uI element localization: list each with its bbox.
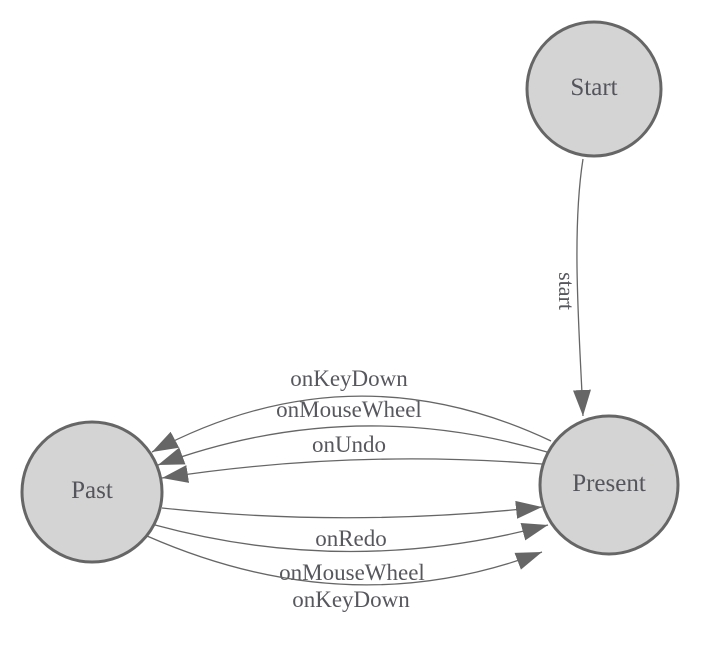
edge-present-to-past-onkeydown: onKeyDown	[151, 366, 552, 453]
edge-start-to-present: start	[554, 158, 591, 417]
edge-label-onkeydown-top: onKeyDown	[290, 366, 408, 391]
edge-label-start: start	[554, 272, 579, 310]
edge-line-onmousewheel-top	[157, 425, 548, 466]
edge-line-onundo	[161, 458, 543, 483]
edge-past-to-present-onredo: onRedo	[161, 500, 543, 551]
state-circle-present	[538, 414, 680, 556]
edges-layer: start onKeyDown onMouseWheel onUndo onRe…	[146, 158, 591, 612]
state-circle-past	[20, 420, 164, 564]
state-label-past: Past	[71, 477, 113, 504]
edge-present-to-past-onmousewheel: onMouseWheel	[157, 397, 548, 466]
edge-line-onredo	[161, 500, 543, 519]
state-label-start: Start	[570, 74, 617, 101]
state-label-present: Present	[572, 470, 646, 497]
state-node-present: Present	[538, 414, 680, 556]
state-circle-start	[525, 20, 663, 158]
state-node-start: Start	[525, 20, 663, 158]
edge-present-to-past-onundo: onUndo	[161, 432, 543, 483]
edge-label-onundo: onUndo	[312, 432, 386, 457]
edge-label-onmousewheel-top: onMouseWheel	[276, 397, 422, 422]
edge-label-onkeydown-bottom: onKeyDown	[292, 587, 410, 612]
edge-line-onkeydown-bottom	[146, 535, 543, 586]
edge-line-onmousewheel-bottom	[154, 523, 549, 553]
edge-label-onredo: onRedo	[315, 526, 387, 551]
nodes-layer: Start Present Past	[20, 20, 680, 564]
state-node-past: Past	[20, 420, 164, 564]
edge-line-onkeydown-top	[151, 395, 552, 453]
edge-label-onmousewheel-bottom: onMouseWheel	[279, 560, 425, 585]
edge-past-to-present-onkeydown: onKeyDown	[146, 535, 543, 612]
edge-line-start	[572, 158, 591, 417]
